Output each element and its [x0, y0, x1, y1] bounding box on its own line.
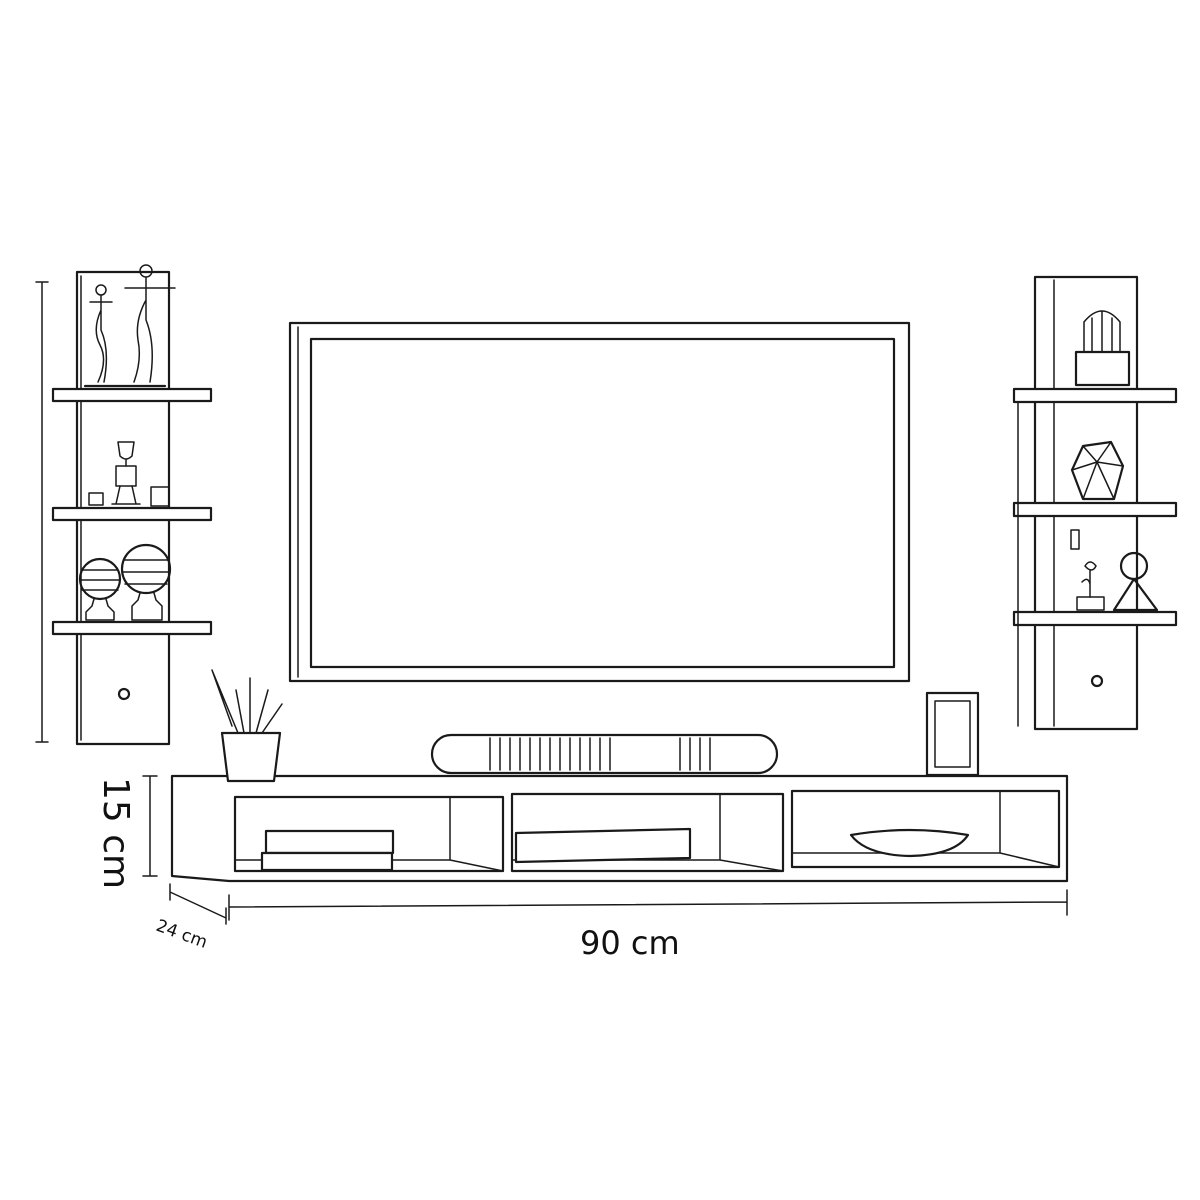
right-shelf-unit [1012, 275, 1178, 731]
flower-decor [1076, 561, 1105, 611]
tv-screen [309, 337, 896, 669]
right-door-knob [1090, 674, 1104, 688]
left-shelf-board-1 [51, 387, 213, 403]
stand-body [170, 774, 1069, 883]
books-decor [260, 829, 395, 872]
ball-triangle-decor [1112, 551, 1159, 612]
left-shelf-unit [35, 264, 213, 746]
goblet-decor [88, 441, 170, 507]
tv-frame [288, 321, 911, 683]
photo-frame [925, 691, 980, 777]
figure-sculpture [83, 264, 176, 388]
dimension-lines [142, 775, 1068, 925]
left-door-knob [117, 687, 131, 701]
right-shelf-board-1 [1012, 387, 1178, 404]
height-dimension-line [142, 775, 158, 877]
tv-stand [170, 774, 1069, 883]
compartment-3 [790, 789, 1061, 869]
media-box [514, 827, 692, 864]
soundbar [430, 733, 779, 775]
left-height-dimension [35, 281, 49, 743]
left-shelf-board-3 [51, 620, 213, 636]
left-shelf-board-2 [51, 506, 213, 522]
right-shelf-board-2 [1012, 501, 1178, 518]
right-shelf-board-3 [1012, 610, 1178, 627]
depth-label: 24 cm [153, 916, 210, 953]
small-block [1070, 529, 1080, 550]
sphere-decor [78, 543, 172, 621]
width-dimension-line [228, 889, 1068, 921]
depth-dimension-line [169, 883, 227, 925]
bowl-decor [849, 828, 970, 858]
cactus-decor [1074, 310, 1131, 387]
height-label: 15 cm [95, 777, 136, 889]
wall-tv [288, 321, 911, 683]
plant-pot [211, 669, 283, 783]
geometric-vase [1070, 440, 1125, 501]
width-label: 90 cm [580, 924, 680, 962]
compartment-2 [510, 792, 785, 873]
